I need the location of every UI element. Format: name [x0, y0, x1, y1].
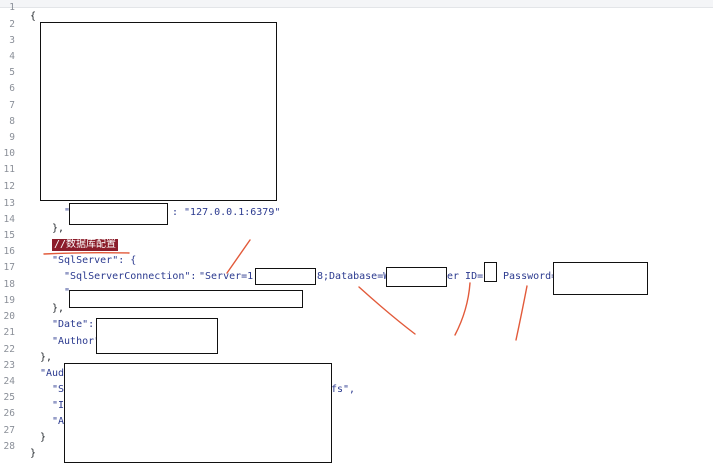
code-line-23: "Aud [40, 366, 64, 382]
password-fragment: Password= [497, 271, 558, 282]
database-fragment: 8;Database=W [317, 271, 390, 282]
code-line-22: }, [40, 352, 53, 363]
code-line-17-key: "SqlServerConnection": [64, 269, 202, 285]
code-line-17-server: "Server=1 [199, 269, 253, 285]
comment-database-config: //数据库配置 [52, 239, 119, 251]
code-line-27: } [40, 432, 47, 443]
connection-key: "SqlServerConnection": [64, 271, 203, 282]
code-line-19: }, [52, 303, 65, 314]
redaction-box-database [386, 267, 447, 287]
line-number: 6 [9, 83, 15, 94]
line-number: 14 [3, 214, 15, 225]
line-number: 22 [3, 344, 15, 355]
redaction-box-password [553, 262, 648, 295]
line-number: 16 [3, 246, 15, 257]
redaction-box-userid [484, 262, 497, 282]
date-key: "Date": [52, 319, 95, 330]
code-line-21: "Author" [52, 334, 100, 350]
string-token: " [64, 207, 71, 218]
code-line-13-quote: " [64, 205, 70, 221]
code-line-25: "I [52, 398, 64, 414]
line-number: 28 [3, 441, 15, 452]
line-number: 19 [3, 295, 15, 306]
line-number: 21 [3, 327, 15, 338]
line-number: 4 [9, 51, 15, 62]
redaction-box-bottom [64, 363, 332, 463]
line-number: 12 [3, 181, 15, 192]
line-number: 11 [3, 164, 15, 175]
code-line-26: "A [52, 414, 64, 430]
sqlserver-key: "SqlServer": { [52, 255, 137, 266]
line-number: 17 [3, 262, 15, 273]
redaction-box-top [40, 22, 277, 201]
line-number: 25 [3, 392, 15, 403]
line-number: 3 [9, 35, 15, 46]
line-number: 8 [9, 116, 15, 127]
code-line-13-value: : "127.0.0.1:6379" [172, 205, 280, 221]
server-fragment: "Server=1 [199, 271, 254, 282]
line-number: 20 [3, 311, 15, 322]
redaction-box-line18 [69, 290, 303, 308]
line-number: 13 [3, 198, 15, 209]
string-token: "A [52, 416, 65, 427]
author-key: "Author" [52, 336, 101, 347]
code-line-17-password: Password= [497, 269, 557, 285]
line-number: 2 [9, 19, 15, 30]
code-line-28: } [30, 448, 37, 459]
string-token: "S [52, 384, 65, 395]
window-top-strip [0, 0, 713, 8]
line-number: 27 [3, 425, 15, 436]
line-number: 18 [3, 279, 15, 290]
line-number: 7 [9, 100, 15, 111]
code-line-24-start: "S [52, 382, 64, 398]
string-token: " [64, 287, 71, 298]
code-line-16: "SqlServer": { [52, 253, 136, 269]
string-token: : "127.0.0.1:6379" [172, 207, 281, 218]
line-number: 15 [3, 230, 15, 241]
line-number: 1 [9, 2, 15, 13]
code-line-18: " [64, 285, 70, 301]
code-line-17-userid: er ID= [447, 269, 483, 285]
code-line-20: "Date": [52, 317, 94, 333]
redaction-box-date-author [96, 318, 218, 354]
code-line-14: }, [52, 223, 65, 234]
code-line-24-end: fs", [331, 382, 355, 398]
redaction-box-line13 [69, 203, 168, 225]
line-number: 9 [9, 132, 15, 143]
line-number: 10 [3, 148, 15, 159]
line-number: 24 [3, 376, 15, 387]
aud-key: "Aud [40, 368, 65, 379]
redaction-box-server [255, 268, 316, 285]
userid-fragment: er ID= [447, 271, 484, 282]
string-token: fs", [331, 384, 356, 395]
line-number: 26 [3, 408, 15, 419]
line-number: 5 [9, 67, 15, 78]
string-token: "I [52, 400, 65, 411]
code-line-17-database: 8;Database=W [317, 269, 389, 285]
line-number: 23 [3, 360, 15, 371]
code-line-1: { [30, 11, 37, 22]
